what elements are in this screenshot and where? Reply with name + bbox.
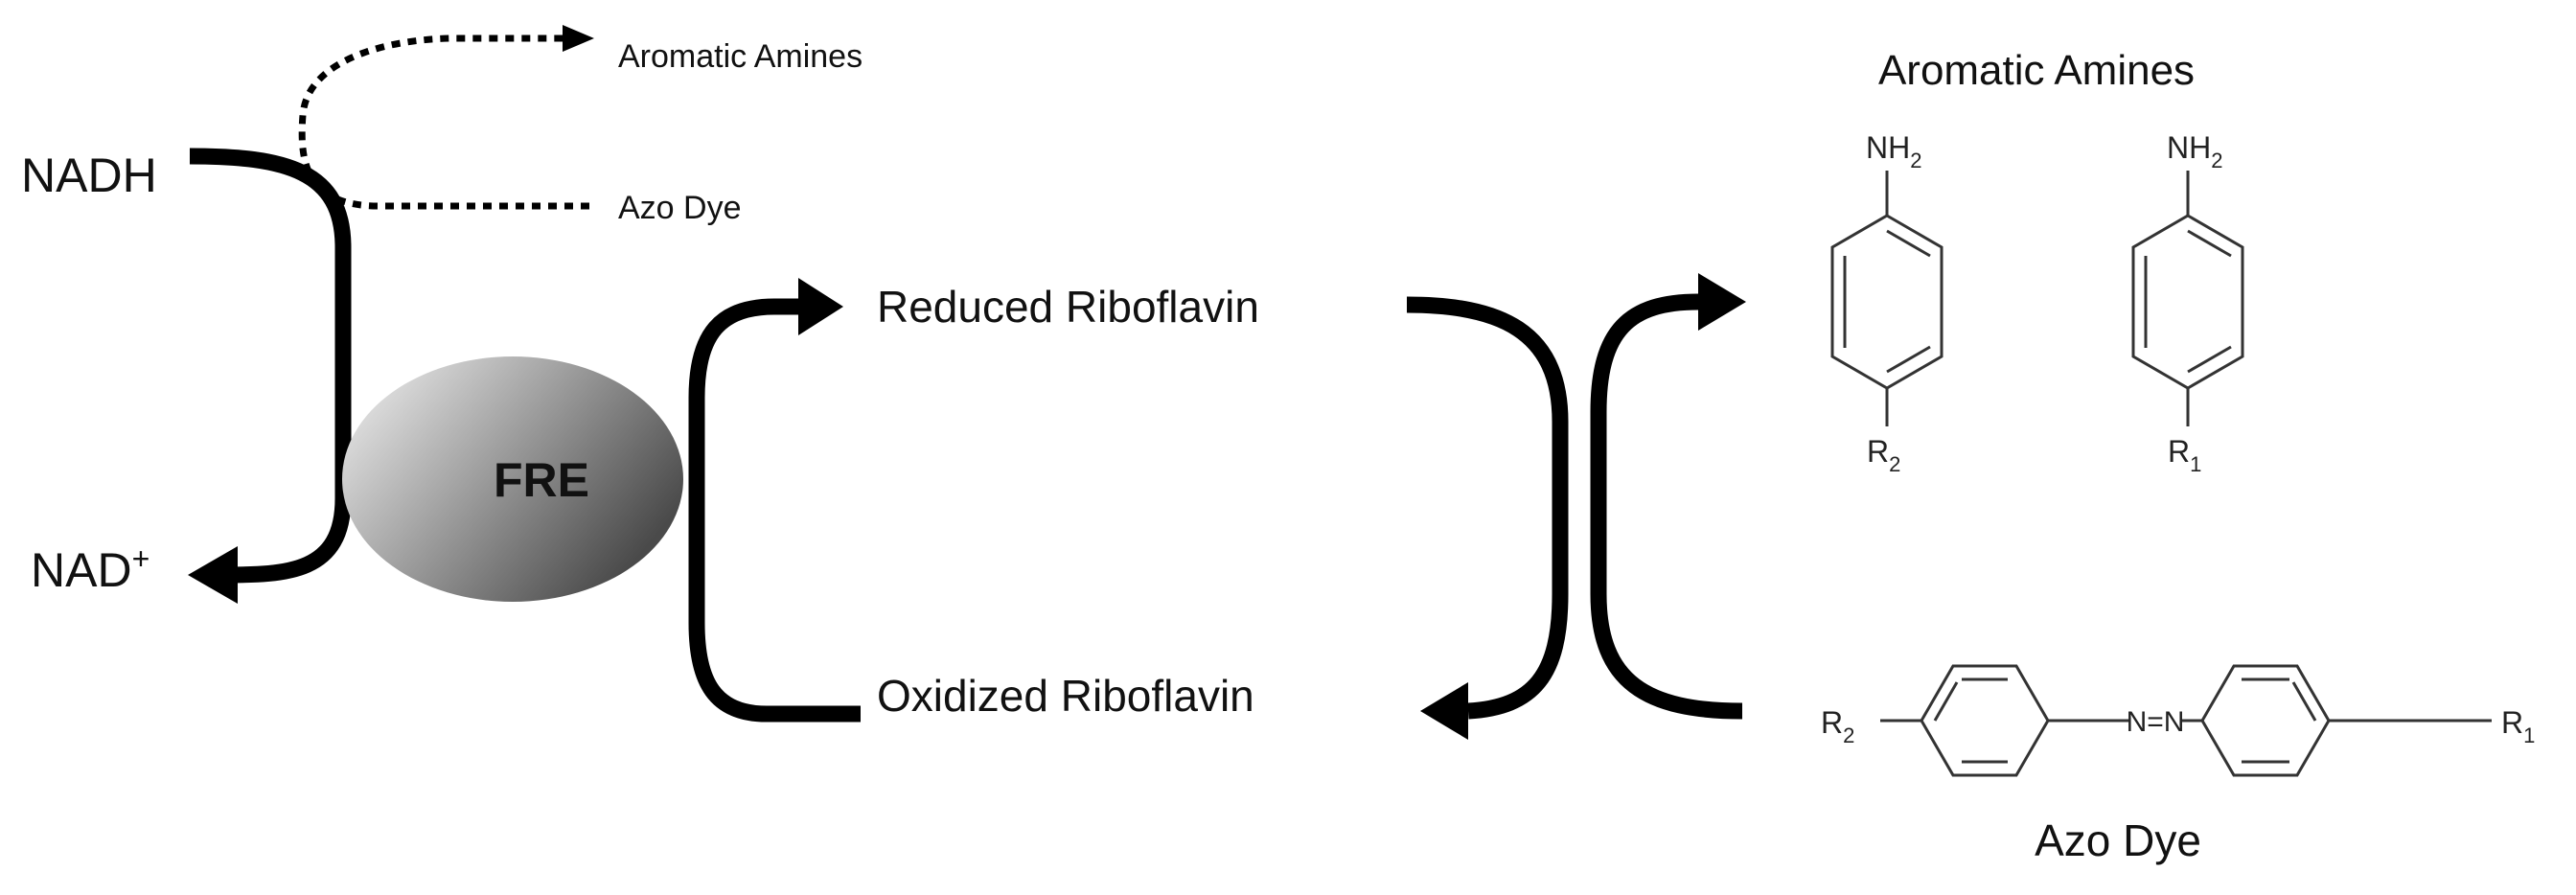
nadh-label: NADH	[21, 149, 157, 202]
aniline-r2-structure	[1830, 171, 1944, 426]
nadh-to-nad-arrow	[189, 148, 352, 584]
azo-bond-label: N=N	[2127, 706, 2185, 738]
aromatic-amines-title: Aromatic Amines	[1878, 47, 2195, 94]
r1-azo-mask	[2492, 704, 2549, 737]
riboflavin-oxidation-arrow	[1406, 296, 1569, 720]
dye-reduction-arrow	[1590, 293, 1743, 720]
r2-label-amine: R2	[1867, 434, 1900, 476]
side-aromatic-amines-label: Aromatic Amines	[618, 38, 862, 75]
dotted-side-reaction-arrow	[298, 34, 589, 210]
oxidized-arrowhead	[1420, 682, 1468, 740]
side-azo-dye-label: Azo Dye	[618, 190, 742, 226]
r1-label-azo: R1	[2501, 705, 2535, 747]
oxidized-riboflavin-label: Oxidized Riboflavin	[877, 671, 1254, 721]
azo-dye-title: Azo Dye	[2035, 815, 2201, 865]
amine-group-label-1: NH2	[1866, 130, 1921, 172]
r1-label-amine: R1	[2168, 434, 2201, 476]
reduced-riboflavin-label: Reduced Riboflavin	[877, 282, 1259, 332]
dotted-arrowhead	[563, 25, 594, 52]
reduced-arrowhead	[798, 278, 843, 335]
r2-label-azo: R2	[1821, 705, 1854, 747]
azo-dye-structure	[1880, 664, 2522, 777]
aniline-r1-structure	[2131, 171, 2244, 426]
fre-label: FRE	[494, 453, 589, 507]
amine-group-label-2: NH2	[2167, 130, 2222, 172]
nad-plus-label: NAD+	[31, 541, 150, 597]
amines-arrowhead	[1698, 273, 1746, 331]
nad-arrowhead	[188, 546, 238, 604]
flavin-reduction-arrow	[688, 298, 861, 723]
azo-bond-mask	[2129, 704, 2181, 737]
fre-enzyme	[342, 356, 683, 602]
